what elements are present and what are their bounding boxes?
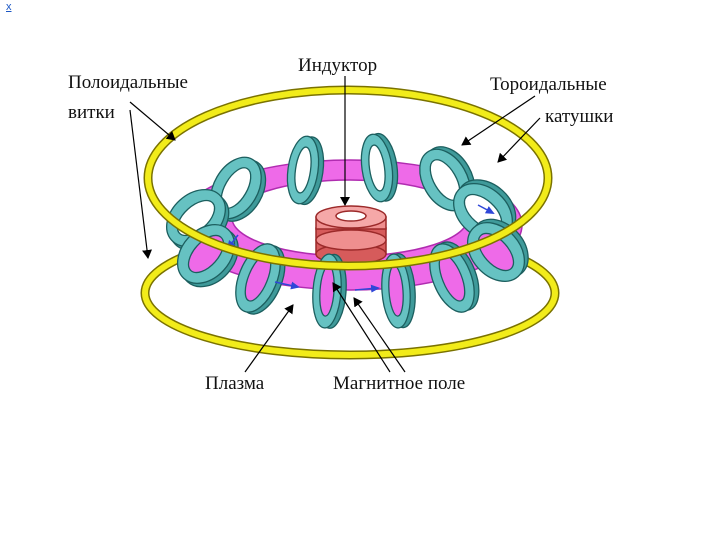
toroidal-coil	[466, 218, 529, 282]
poloidal-ring-upper	[143, 85, 553, 271]
toroidal-coil	[360, 132, 399, 203]
toroidal-coil	[312, 253, 347, 329]
label-toroidal-line2: катушки	[545, 106, 614, 127]
toroidal-coil	[286, 135, 325, 206]
label-poloidal-line1: Полоидальные	[68, 72, 188, 93]
toroidal-coil	[176, 224, 239, 288]
label-plasma: Плазма	[205, 373, 265, 394]
magnetic-field-arrows	[226, 204, 495, 293]
label-inductor: Индуктор	[298, 55, 378, 76]
corner-link[interactable]: x	[6, 1, 12, 13]
label-toroidal-line1: Тороидальные	[490, 74, 607, 95]
leader-lines	[129, 76, 541, 373]
inductor	[315, 205, 387, 265]
toroidal-coil	[381, 253, 416, 329]
label-poloidal-line2: витки	[68, 102, 115, 123]
label-magnetic-field: Магнитное поле	[333, 373, 466, 394]
